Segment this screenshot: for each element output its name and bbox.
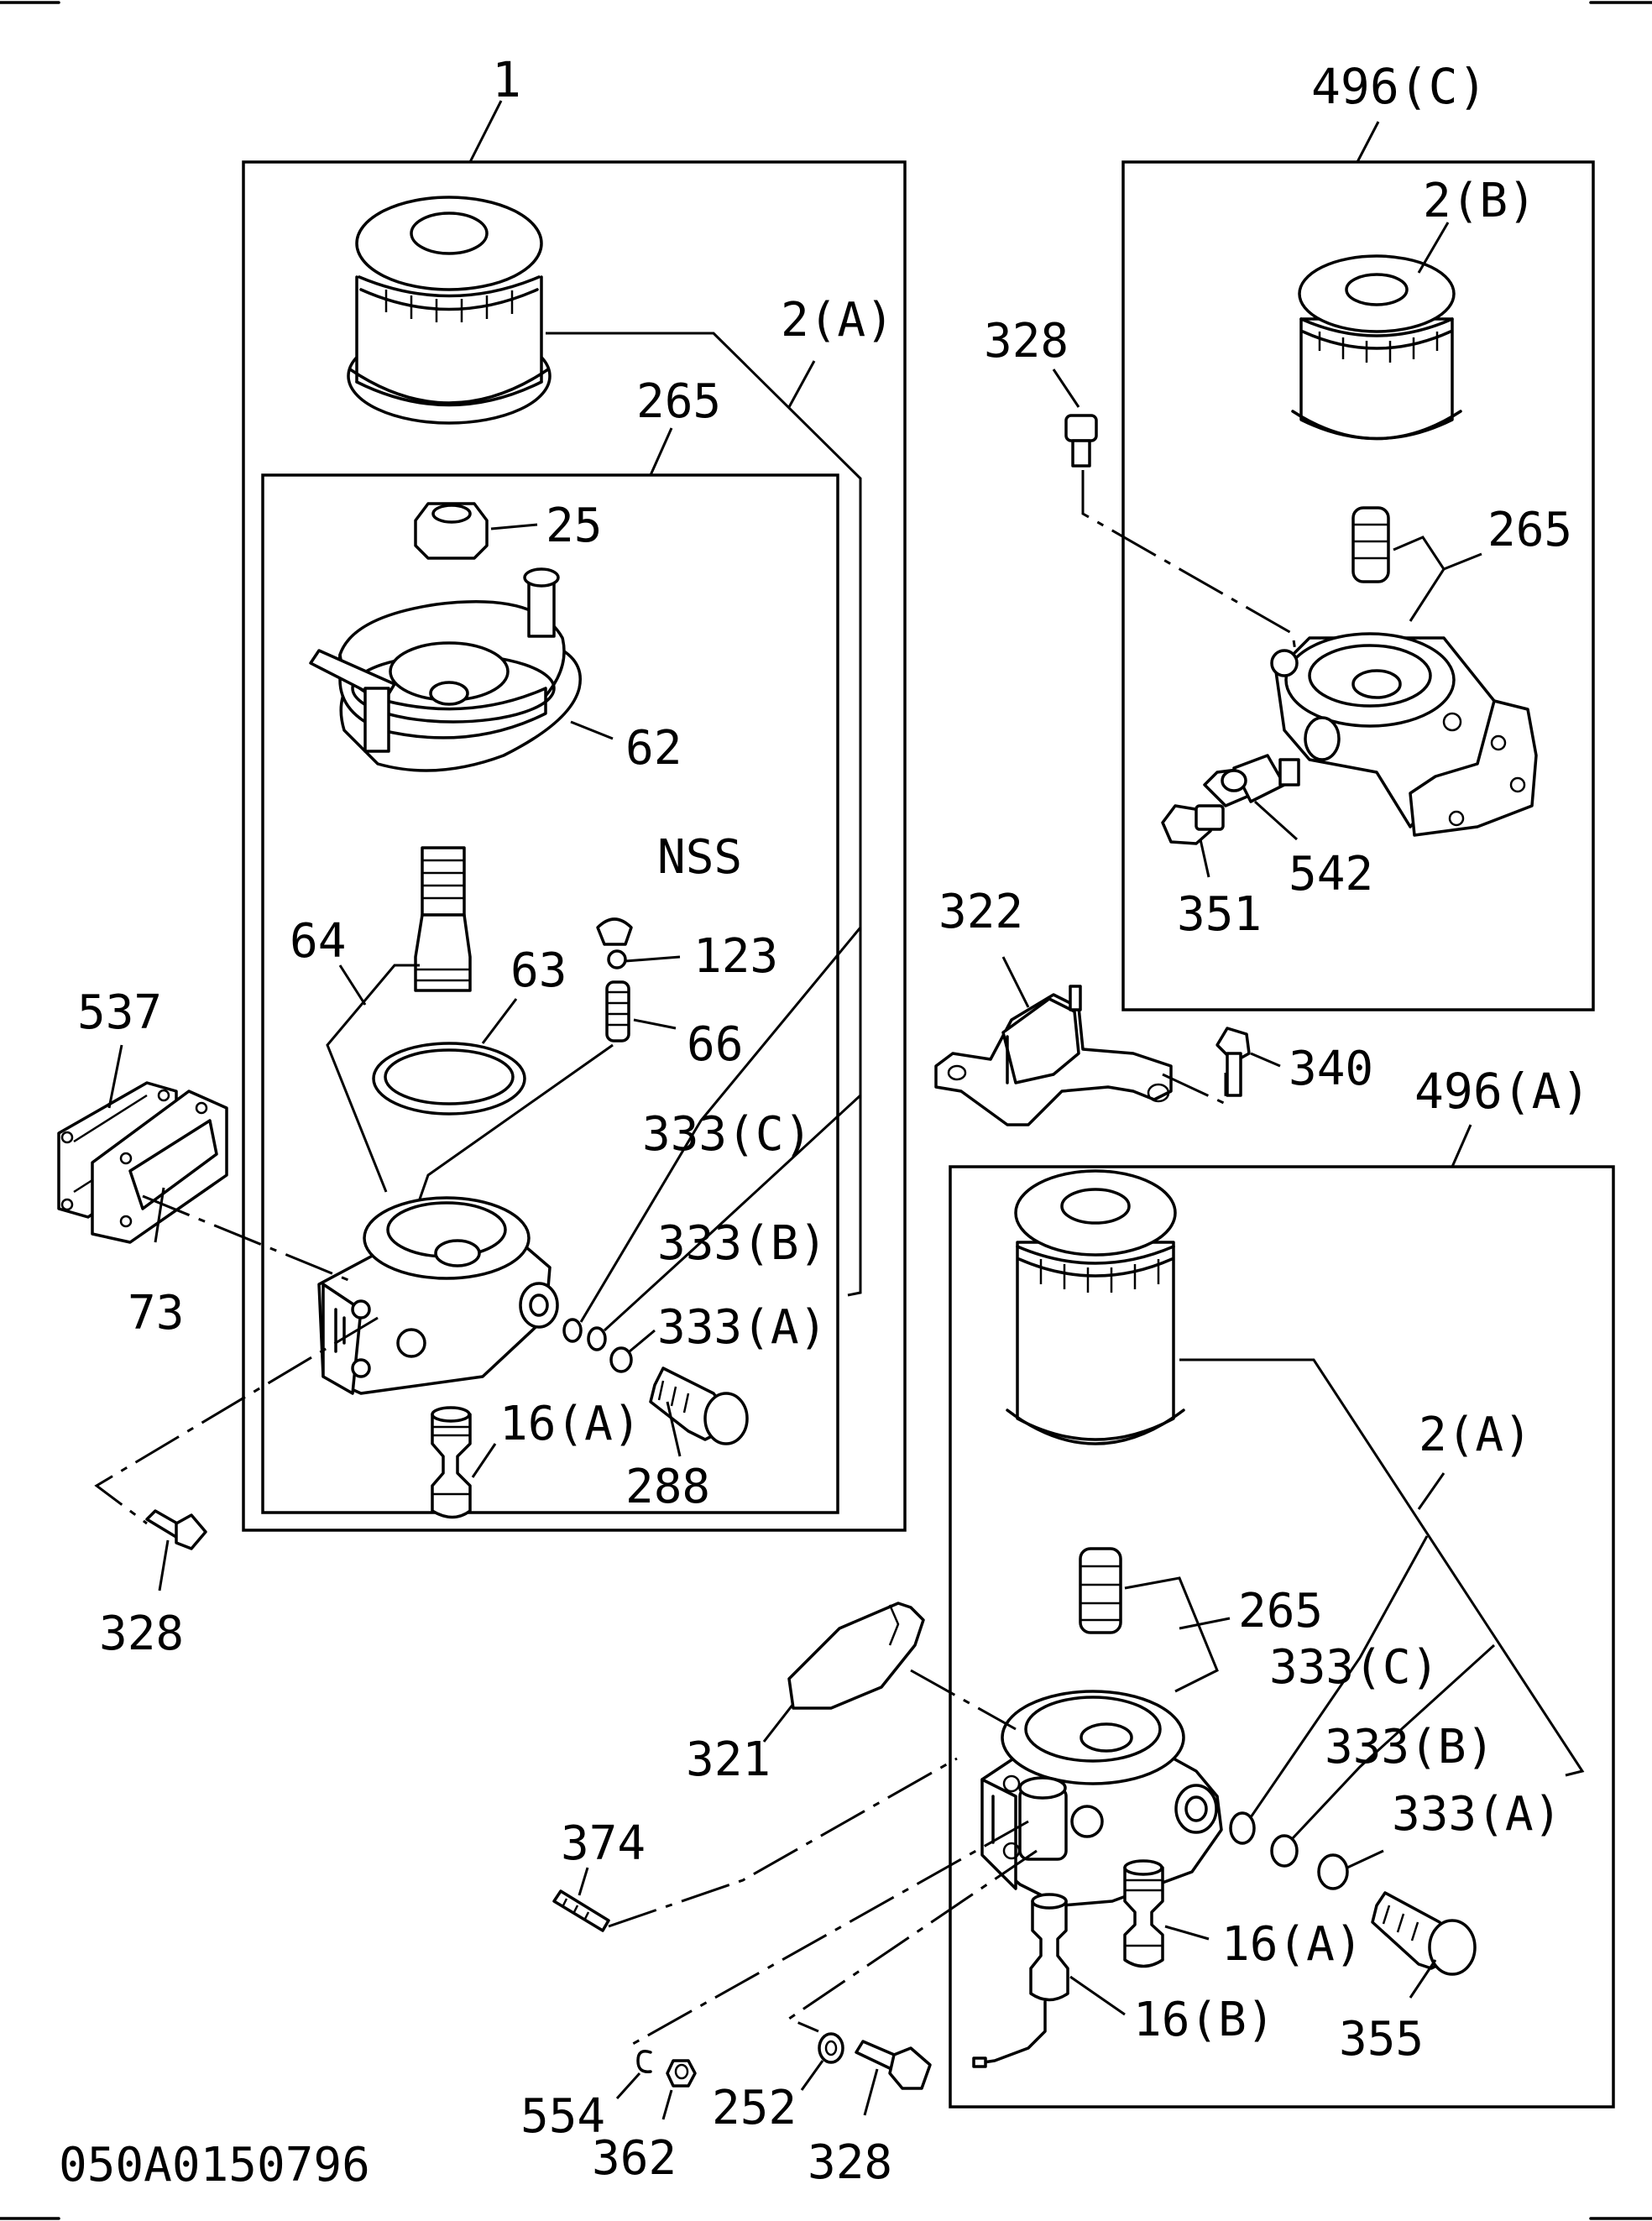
head-cover-62[interactable] <box>309 567 614 772</box>
filter-head-body-br[interactable] <box>980 1690 1223 1907</box>
label-123: 123 <box>693 929 778 984</box>
label-63: 63 <box>510 943 567 998</box>
plug-351[interactable] <box>1161 804 1225 878</box>
bracket-322[interactable] <box>934 956 1173 1126</box>
bolt-328-left[interactable] <box>145 1509 207 1591</box>
label-328-tr: 328 <box>984 314 1069 368</box>
label-328-left: 328 <box>99 1607 184 1661</box>
o-rings-333-top[interactable] <box>562 1318 633 1373</box>
label-73: 73 <box>128 1286 184 1340</box>
shield-321[interactable] <box>762 1602 925 1743</box>
assembly-496c-frame <box>1121 121 1595 1011</box>
spring-66[interactable] <box>605 980 677 1043</box>
filter-cartridge-2a-br[interactable] <box>1006 1169 1185 1445</box>
label-328-bot: 328 <box>808 2135 892 2190</box>
label-265-tr: 265 <box>1487 503 1572 557</box>
label-542: 542 <box>1289 847 1373 901</box>
label-333c-top: 333(C) <box>642 1107 812 1162</box>
label-265-br: 265 <box>1238 1584 1323 1638</box>
label-374: 374 <box>561 1816 646 1871</box>
drawing-code: 050A0150796 <box>59 2138 370 2192</box>
label-16b: 16(B) <box>1133 1993 1275 2047</box>
center-stud-265-tr[interactable] <box>1351 506 1390 583</box>
o-rings-333-br[interactable] <box>1229 1811 1349 1890</box>
plug-123[interactable] <box>596 917 681 969</box>
label-2b: 2(B) <box>1423 174 1536 228</box>
assembly-1-label: 1 <box>492 51 521 108</box>
assembly-1-frame <box>242 100 907 1532</box>
filter-cartridge-2a[interactable] <box>347 196 552 425</box>
label-351: 351 <box>1177 887 1262 942</box>
label-nss: NSS <box>657 830 742 885</box>
label-362: 362 <box>592 2131 677 2186</box>
union-bolt-16a-top[interactable] <box>431 1406 497 1519</box>
assembly-496c-label: 496(C) <box>1311 58 1487 115</box>
bolt-355[interactable] <box>1371 1891 1477 1999</box>
label-340: 340 <box>1289 1042 1373 1096</box>
label-333b-br: 333(B) <box>1325 1720 1494 1774</box>
label-333a-br: 333(A) <box>1392 1787 1561 1842</box>
center-stud-265-br[interactable] <box>1079 1547 1122 1634</box>
bolt-340[interactable] <box>1215 1027 1281 1097</box>
clip-554[interactable] <box>615 2050 652 2100</box>
label-252: 252 <box>712 2081 797 2135</box>
label-333a-top: 333(A) <box>657 1300 827 1355</box>
label-25: 25 <box>546 499 602 553</box>
label-2a-br: 2(A) <box>1419 1408 1532 1462</box>
label-2a-top: 2(A) <box>781 293 894 348</box>
bolt-328-top-right[interactable] <box>1052 368 1098 468</box>
bolt-288[interactable] <box>649 1367 749 1457</box>
nut-25[interactable] <box>414 502 538 560</box>
filter-head-body-tr[interactable] <box>1270 632 1538 837</box>
label-16a-top: 16(A) <box>499 1397 641 1451</box>
stud-64[interactable] <box>414 846 472 992</box>
label-322: 322 <box>938 885 1023 939</box>
washer-252[interactable] <box>800 2032 844 2091</box>
adapter-plate-73[interactable] <box>91 1090 228 1244</box>
stud-374[interactable] <box>552 1867 610 1932</box>
union-bolt-16b[interactable] <box>972 1893 1126 2068</box>
label-64: 64 <box>290 914 346 969</box>
nut-362[interactable] <box>661 2059 697 2120</box>
bolt-328-bottom[interactable] <box>855 2040 932 2116</box>
label-355: 355 <box>1339 2012 1424 2067</box>
label-62: 62 <box>625 721 682 776</box>
label-333b-top: 333(B) <box>657 1216 827 1271</box>
label-265-top: 265 <box>636 374 721 429</box>
union-bolt-16a-br[interactable] <box>1123 1859 1210 1968</box>
fitting-542[interactable] <box>1203 754 1300 841</box>
label-333c-br: 333(C) <box>1269 1640 1439 1695</box>
label-554: 554 <box>520 2089 605 2144</box>
label-16a-br: 16(A) <box>1221 1917 1363 1972</box>
assembly-496a-frame <box>949 1124 1615 2109</box>
filter-head-body[interactable] <box>317 1196 559 1395</box>
label-537: 537 <box>77 985 162 1040</box>
label-321: 321 <box>686 1732 771 1787</box>
label-66: 66 <box>687 1017 743 1072</box>
o-ring-63[interactable] <box>372 998 526 1116</box>
assembly-496a-label: 496(A) <box>1414 1063 1591 1120</box>
label-288: 288 <box>625 1460 710 1514</box>
filter-cartridge-2b[interactable] <box>1291 222 1462 441</box>
